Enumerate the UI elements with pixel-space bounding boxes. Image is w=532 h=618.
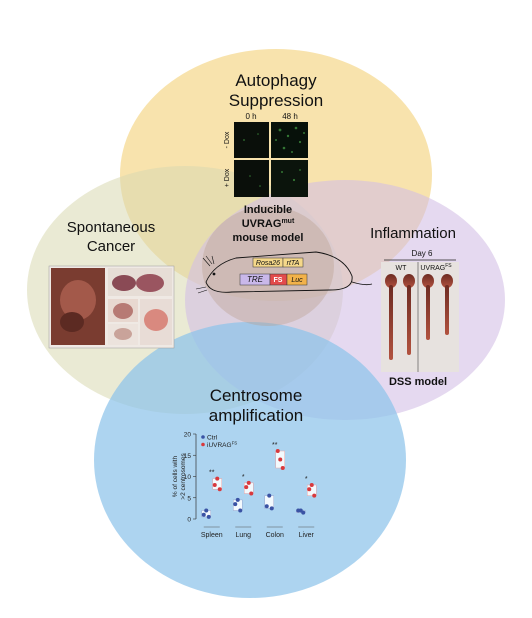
y-tick-label: 0 xyxy=(187,517,191,524)
autophagy-title-line1: Autophagy xyxy=(235,71,317,90)
ctrl-point xyxy=(298,508,303,513)
significance-marker: ** xyxy=(209,470,215,477)
y-axis-label-line1: % of cells with xyxy=(172,456,179,498)
autophagy-col-1: 48 h xyxy=(282,112,298,121)
center-line1: Inducible xyxy=(244,204,292,216)
ctrl-point xyxy=(233,502,238,507)
ctrl-point xyxy=(235,497,240,502)
x-tick-label: Liver xyxy=(299,532,315,539)
inflammation-day: Day 6 xyxy=(412,249,433,258)
fs-label: FS xyxy=(274,277,283,284)
iuvrag-point xyxy=(278,457,283,462)
iuvrag-point xyxy=(280,466,285,470)
iuvrag-point xyxy=(244,485,249,490)
centrosome-circle xyxy=(94,322,406,598)
x-tick-label: Lung xyxy=(235,532,251,539)
autophagy-title-line2: Suppression xyxy=(229,91,324,110)
microscopy-panel xyxy=(234,122,308,197)
ctrl-point xyxy=(267,493,272,498)
spontaneous-title-line1: Spontaneous xyxy=(67,219,155,236)
iuvrag-point xyxy=(215,476,220,481)
y-tick-label: 20 xyxy=(184,432,192,439)
y-axis-label-line2: >2 centrosomes xyxy=(180,453,187,500)
x-tick-label: Colon xyxy=(266,532,284,539)
legend-iuvrag-label: iUVRAGFS xyxy=(207,441,237,450)
ctrl-point xyxy=(204,508,209,513)
wt-label: WT xyxy=(396,265,408,272)
inflammation-title: Inflammation xyxy=(370,225,456,242)
iuvrag-point xyxy=(212,483,217,487)
autophagy-row-plus: + Dox xyxy=(224,168,231,187)
centrosome-chart: 0 5 10 15 20 % of cells with>2 centrosomes Ctr… xyxy=(172,432,317,539)
center-line2-text: UVRAG xyxy=(242,218,282,230)
autophagy-col-0: 0 h xyxy=(245,112,256,121)
spontaneous-title-line2: Cancer xyxy=(87,238,135,255)
rosa26-label: Rosa26 xyxy=(256,260,280,267)
significance-marker: ** xyxy=(272,442,278,449)
legend-ctrl-marker xyxy=(201,435,205,439)
dss-model-label: DSS model xyxy=(389,376,447,388)
center-line3: mouse model xyxy=(233,232,304,244)
legend-iuvrag-text: iUVRAG xyxy=(207,442,232,449)
legend-iuvrag-marker xyxy=(201,442,205,447)
iuvrag-point xyxy=(309,483,314,487)
center-line2-sup: mut xyxy=(281,218,295,225)
iuvrag-point xyxy=(307,487,312,492)
ctrl-point xyxy=(264,504,269,509)
y-tick-label: 5 xyxy=(187,495,191,502)
iuvrag-point xyxy=(312,493,317,498)
colon-photo-panel: WT UVRAGFS xyxy=(381,262,459,372)
tre-label: TRE xyxy=(247,275,264,284)
centrosome-title-line1: Centrosome xyxy=(210,386,303,405)
tumor-photo-panel xyxy=(48,265,175,349)
legend-ctrl-label: Ctrl xyxy=(207,435,218,442)
center-line2: UVRAGmut xyxy=(242,218,295,230)
significance-marker: * xyxy=(242,474,245,481)
uvrag-fs-label: UVRAGFS xyxy=(420,263,452,272)
luc-label: Luc xyxy=(291,277,303,284)
iuvrag-point xyxy=(249,491,254,496)
y-tick-label: 10 xyxy=(184,474,192,481)
ctrl-point xyxy=(269,506,274,511)
mouse-construct: Rosa26 rtTA TRE FS Luc xyxy=(195,251,373,294)
legend-iuvrag-sup: FS xyxy=(232,441,238,446)
ctrl-point xyxy=(201,512,206,517)
iuvrag-point xyxy=(275,449,280,453)
autophagy-row-minus: - Dox xyxy=(224,131,231,148)
iuvrag-point xyxy=(246,480,251,485)
significance-marker: * xyxy=(305,476,308,483)
uvrag-label-text: UVRAG xyxy=(420,265,445,272)
uvrag-label-sup: FS xyxy=(445,263,452,269)
ctrl-point xyxy=(238,508,243,513)
centrosome-title-line2: amplification xyxy=(209,406,304,425)
rtta-label: rtTA xyxy=(287,260,300,267)
iuvrag-point xyxy=(217,487,222,492)
ctrl-point xyxy=(206,514,211,519)
y-tick-label: 15 xyxy=(184,453,192,460)
x-tick-label: Spleen xyxy=(201,532,223,539)
